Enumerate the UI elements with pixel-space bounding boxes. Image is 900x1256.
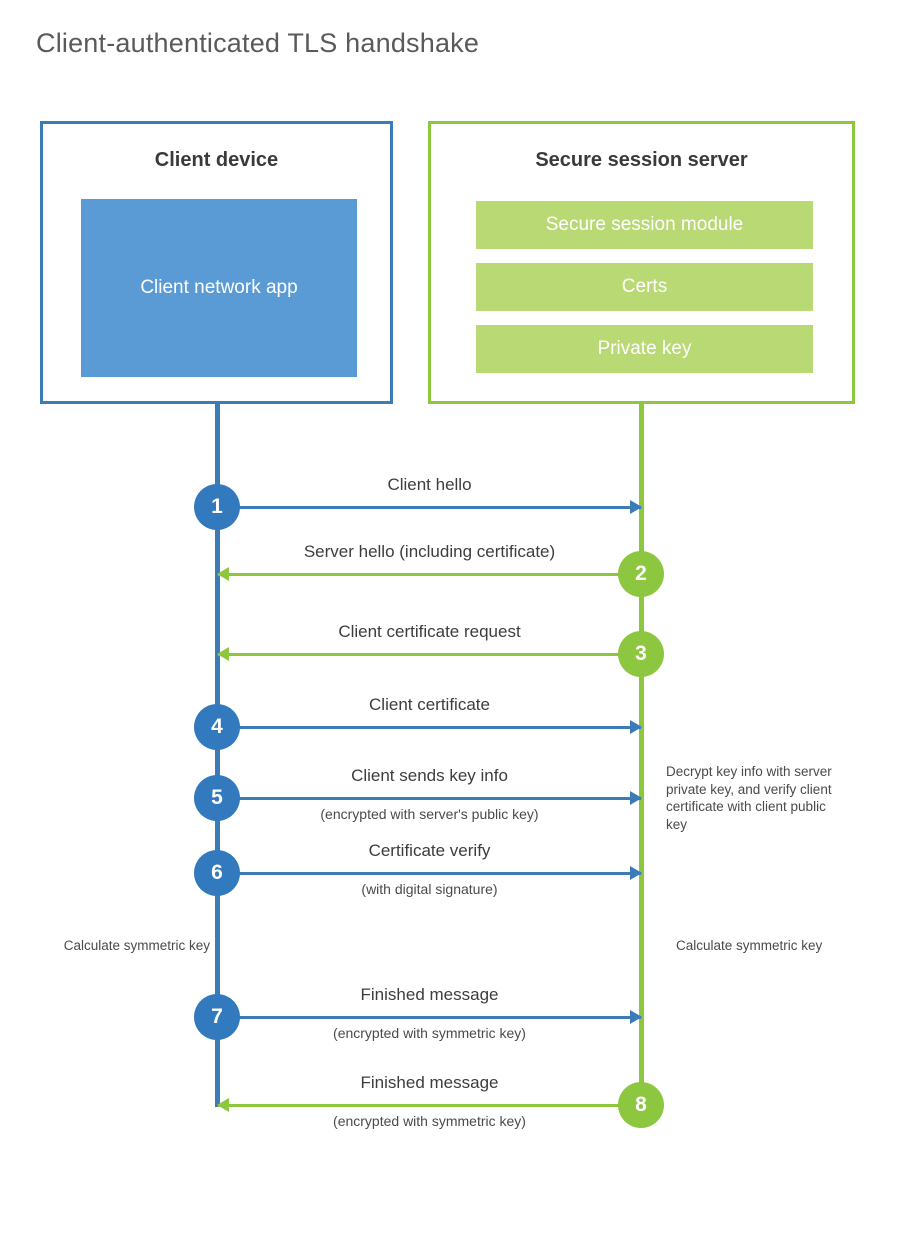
step-badge-2[interactable]: 2 — [618, 551, 664, 597]
message-sublabel-step-5: (encrypted with server's public key) — [320, 806, 539, 822]
client-device-box: Client device Client network app — [40, 121, 393, 404]
client-device-title: Client device — [154, 149, 279, 171]
step-badge-7[interactable]: 7 — [194, 994, 240, 1040]
step-badge-6[interactable]: 6 — [194, 850, 240, 896]
arrow-line-step-2 — [218, 572, 641, 576]
message-label-step-7: Finished message — [360, 985, 499, 1004]
step-badge-1[interactable]: 1 — [194, 484, 240, 530]
message-label-step-5: Client sends key info — [351, 766, 508, 785]
message-sublabel-step-6: (with digital signature) — [361, 881, 498, 897]
message-label-step-4: Client certificate — [369, 695, 490, 714]
arrow-line-step-4 — [218, 725, 641, 729]
arrow-line-step-1 — [218, 505, 641, 509]
arrow-head-step-4 — [630, 720, 642, 734]
arrow-line-step-7 — [218, 1015, 641, 1019]
arrow-line-step-3 — [218, 652, 641, 656]
server-lifeline — [639, 404, 644, 1106]
message-sublabel-step-7: (encrypted with symmetric key) — [333, 1025, 526, 1041]
step-badge-8[interactable]: 8 — [618, 1082, 664, 1128]
server-component-certs: Certs — [476, 263, 813, 311]
arrow-head-step-1 — [630, 500, 642, 514]
arrow-head-step-8 — [217, 1098, 229, 1112]
server-component-secure-session-module: Secure session module — [476, 201, 813, 249]
step-badge-4[interactable]: 4 — [194, 704, 240, 750]
arrow-head-step-3 — [217, 647, 229, 661]
arrow-head-step-5 — [630, 791, 642, 805]
note-server-calculate-symmetric-key: Calculate symmetric key — [676, 938, 823, 953]
message-label-step-8: Finished message — [360, 1073, 499, 1092]
step-badge-3[interactable]: 3 — [618, 631, 664, 677]
arrow-head-step-6 — [630, 866, 642, 880]
arrow-line-step-5 — [218, 796, 641, 800]
arrow-head-step-7 — [630, 1010, 642, 1024]
note-server-decrypt-verify: Decrypt key info with server private key… — [666, 764, 832, 832]
arrow-line-step-8 — [218, 1103, 641, 1107]
message-sublabel-step-8: (encrypted with symmetric key) — [333, 1113, 526, 1129]
message-label-step-6: Certificate verify — [368, 841, 491, 860]
server-components-list: Secure session module Certs Private key — [476, 201, 813, 387]
message-label-step-2: Server hello (including certificate) — [303, 542, 556, 561]
secure-session-server-box: Secure session server Secure session mod… — [428, 121, 855, 404]
arrow-line-step-6 — [218, 871, 641, 875]
secure-session-server-title: Secure session server — [535, 149, 748, 171]
server-component-private-key: Private key — [476, 325, 813, 373]
page-title: Client-authenticated TLS handshake — [36, 28, 480, 58]
client-network-app-block: Client network app — [81, 199, 357, 377]
message-label-step-3: Client certificate request — [338, 622, 521, 641]
note-client-calculate-symmetric-key: Calculate symmetric key — [63, 938, 210, 953]
client-lifeline — [215, 404, 220, 1107]
arrow-head-step-2 — [217, 567, 229, 581]
message-label-step-1: Client hello — [387, 475, 472, 494]
step-badge-5[interactable]: 5 — [194, 775, 240, 821]
